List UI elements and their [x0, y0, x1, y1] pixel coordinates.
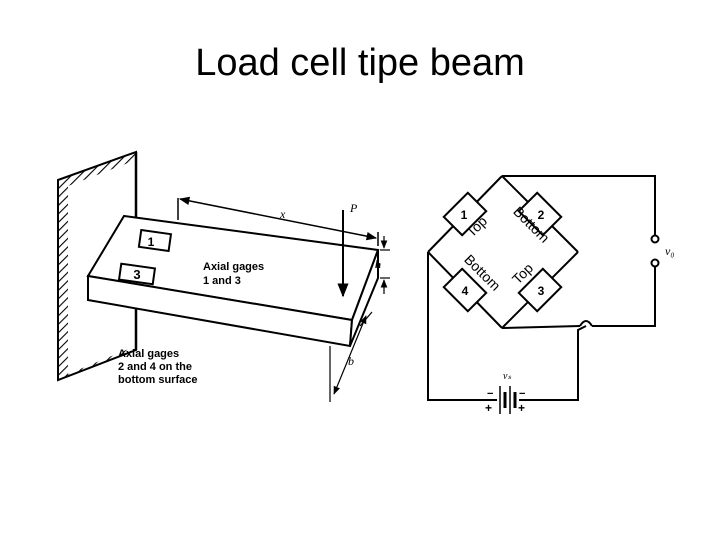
slide-title: Load cell tipe beam [195, 42, 525, 84]
load-P-label: P [349, 201, 358, 215]
output-terminal-bottom [650, 258, 660, 268]
dimension-b-line [333, 315, 367, 395]
axial-top-label-line2: 1 and 3 [203, 275, 241, 287]
battery-plus-left: + [485, 401, 492, 415]
supply-voltage-label: vₛ [503, 371, 511, 382]
axial-bottom-label-line3: bottom surface [118, 374, 197, 386]
battery-icon [499, 386, 517, 414]
bridge-gage-3 [517, 267, 563, 313]
bridge-gage-2 [517, 191, 563, 237]
supply-wire-right [519, 325, 587, 401]
dimension-x-label: x [279, 207, 286, 221]
wheatstone-bridge [427, 175, 660, 414]
output-terminal-top [650, 234, 660, 244]
axial-bottom-label-line1: Axial gages [118, 348, 179, 360]
dimension-b-label: b [348, 354, 354, 368]
output-wire-top [502, 175, 656, 236]
battery-plus-right: + [518, 401, 525, 415]
bridge-gage-3-number: 3 [538, 284, 545, 298]
gage-1-top [137, 228, 173, 253]
axial-bottom-label-line2: 2 and 4 on the [118, 361, 192, 373]
bridge-gage-2-number: 2 [538, 208, 545, 222]
bridge-gage-4-number: 4 [462, 284, 469, 298]
bridge-gage-1 [442, 191, 488, 237]
bridge-gage-1-number: 1 [461, 208, 468, 222]
supply-wire-left [427, 252, 497, 401]
wire-crossover [579, 320, 593, 327]
gage-3-label: 3 [133, 267, 140, 282]
gage-1-label: 1 [148, 235, 155, 249]
battery-minus-right: − [519, 388, 525, 400]
dimension-h-label: h [375, 259, 381, 271]
axial-top-label-line1: Axial gages [203, 261, 264, 273]
gage-3-top [117, 262, 157, 286]
bridge-gage-4 [442, 267, 488, 313]
cantilever-beam-figure [57, 150, 390, 402]
battery-minus-left: − [487, 388, 493, 400]
output-wire-bottom [592, 266, 656, 327]
output-voltage-label: v₀ [665, 244, 675, 258]
